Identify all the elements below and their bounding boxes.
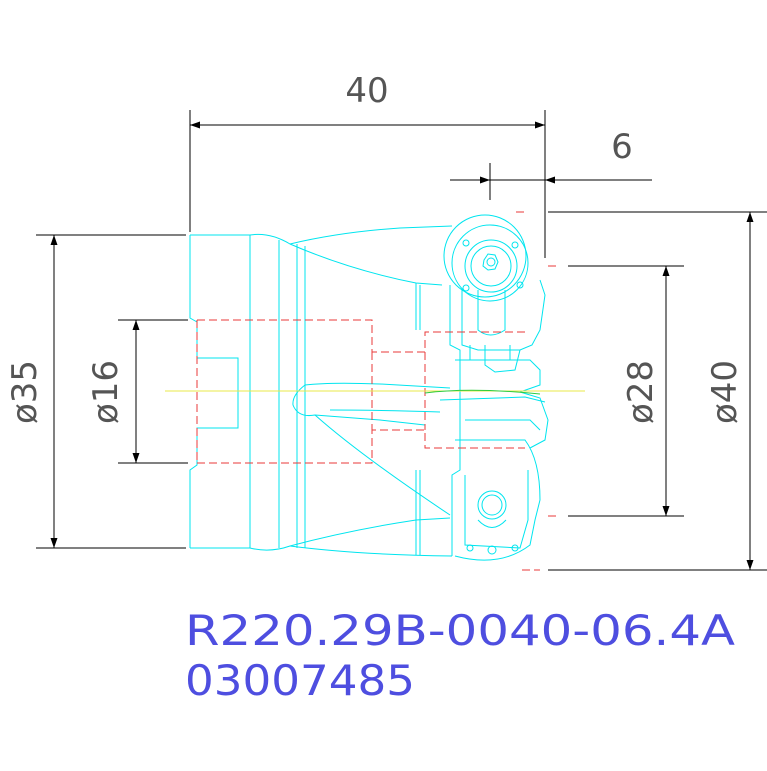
dim-inner-diameter: ø28: [621, 360, 661, 424]
cutting-edge-accent: [424, 389, 541, 395]
dim-cutting-diameter: ø40: [705, 360, 745, 424]
dim-shank-diameter: ø35: [5, 360, 45, 424]
dim-edge-offset: 6: [611, 127, 633, 167]
dim-bore-diameter: ø16: [86, 360, 126, 424]
hidden-lines: [196, 211, 560, 571]
item-number: 03007485: [185, 656, 415, 705]
dimension-lines: [36, 110, 767, 571]
dimension-labels: 40 6 ø35 ø16 ø28 ø40: [5, 71, 745, 424]
title-block: R220.29B-0040-06.4A 03007485: [185, 606, 735, 705]
dim-overall-length: 40: [345, 71, 388, 111]
cutter-body-outline: [189, 214, 549, 561]
part-number: R220.29B-0040-06.4A: [185, 606, 735, 655]
